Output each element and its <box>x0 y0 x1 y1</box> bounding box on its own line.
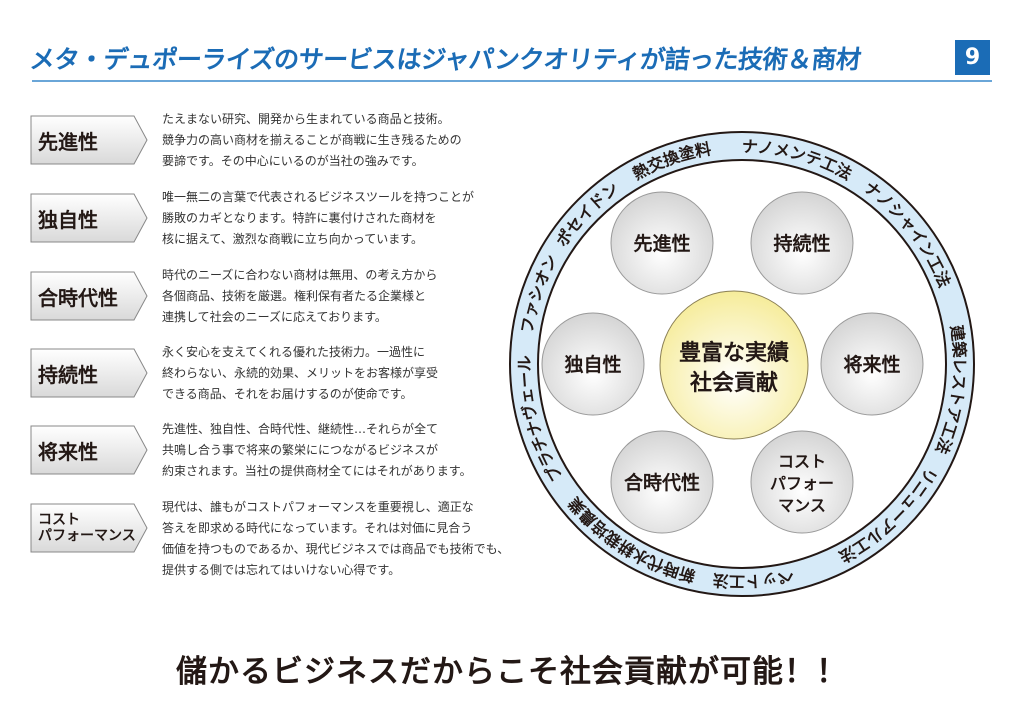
feature-description: 現代は、誰もがコストパフォーマンスを重要視し、適正な答えを即求める時代になってい… <box>162 497 509 581</box>
feature-description: 時代のニーズに合わない商材は無用、の考え方から各個商品、技術を厳選。権利保有者た… <box>162 265 437 328</box>
bubble-label: コスト <box>778 452 826 471</box>
title-divider <box>32 80 992 82</box>
bubble-cost-performance: コスト パフォー マンス <box>750 430 854 534</box>
bubble-label: 先進性 <box>633 232 690 255</box>
description-line: 提供する側では忘れてはいけない心得です。 <box>162 563 401 577</box>
description-line: 答えを即求める時代になっています。それは対価に見合う <box>162 521 473 535</box>
description-line: たえまない研究、開発から生まれている商品と技術。 <box>162 112 450 126</box>
bubble-label: 持続性 <box>773 232 830 255</box>
feature-tag: 将来性 <box>30 425 148 475</box>
description-line: 現代は、誰もがコストパフォーマンスを重要視し、適正な <box>162 500 474 514</box>
feature-tag: 持続性 <box>30 348 148 398</box>
feature-description: たえまない研究、開発から生まれている商品と技術。競争力の高い商材を揃えることが商… <box>162 109 462 172</box>
bubble-label: 将来性 <box>843 353 900 376</box>
feature-tag: 独自性 <box>30 193 148 243</box>
feature-tag-label: 先進性 <box>38 129 98 154</box>
description-line: 時代のニーズに合わない商材は無用、の考え方から <box>162 268 438 282</box>
center-label: 豊富な実績 <box>679 340 789 366</box>
feature-tag: コストパフォーマンス <box>30 503 148 553</box>
description-line: 要諦です。その中心にいるのが当社の強みです。 <box>162 154 424 168</box>
description-line: 価値を持つものであるか、現代ビジネスでは商品でも技術でも、 <box>162 542 510 556</box>
description-line: できる商品、それをお届けするのが使命です。 <box>162 387 413 401</box>
bubble-sustainability: 持続性 <box>750 191 854 295</box>
feature-description: 唯一無二の言葉で代表されるビジネスツールを持つことが勝敗のカギとなります。特許に… <box>162 187 474 250</box>
description-line: 終わらない、永続的効果、メリットをお客様が享受 <box>162 366 439 380</box>
bubble-label: マンス <box>778 496 826 515</box>
feature-tag-label: 将来性 <box>38 439 98 464</box>
description-line: 競争力の高い商材を揃えることが商戦に生き残るための <box>162 133 462 147</box>
tag-label-line: コスト <box>38 512 80 528</box>
bubble-timeliness: 合時代性 <box>610 430 714 534</box>
feature-tag-label: 合時代性 <box>38 285 118 310</box>
tag-label-line: パフォーマンス <box>38 528 136 544</box>
feature-tag-label: 持続性 <box>38 362 98 387</box>
feature-tag-label: 独自性 <box>38 207 98 232</box>
feature-tag-label: コストパフォーマンス <box>38 503 136 553</box>
bubble-future: 将来性 <box>820 312 924 416</box>
bubble-label: 独自性 <box>564 353 621 376</box>
description-line: 唯一無二の言葉で代表されるビジネスツールを持つことが <box>162 190 475 204</box>
description-line: 先進性、独自性、合時代性、継続性…それらが全て <box>162 422 439 436</box>
description-line: 永く安心を支えてくれる優れた技術力。一過性に <box>162 345 426 359</box>
description-line: 勝敗のカギとなります。特許に裏付けされた商材を <box>162 211 437 225</box>
description-line: 各個商品、技術を厳選。権利保有者たる企業様と <box>162 289 427 303</box>
description-line: 約束されます。当社の提供商材全てにはそれがあります。 <box>162 464 472 478</box>
feature-tag: 合時代性 <box>30 271 148 321</box>
description-line: 連携して社会のニーズに応えております。 <box>162 310 387 324</box>
feature-description: 永く安心を支えてくれる優れた技術力。一過性に終わらない、永続的効果、メリットをお… <box>162 342 438 405</box>
feature-description: 先進性、独自性、合時代性、継続性…それらが全て共鳴し合う事で将来の繁栄ににつなが… <box>162 419 472 482</box>
slogan: 儲かるビジネスだからこそ社会貢献が可能！！ <box>176 654 848 690</box>
bubble-label: 合時代性 <box>624 471 700 494</box>
description-line: 共鳴し合う事で将来の繁栄ににつながるビジネスが <box>162 443 439 457</box>
center-bubble: 豊富な実績 社会貢献 <box>659 290 809 440</box>
bubble-advanced: 先進性 <box>610 191 714 295</box>
description-line: 核に据えて、激烈な商戦に立ち向かっています。 <box>162 232 424 246</box>
center-label: 社会貢献 <box>690 370 778 396</box>
feature-tag: 先進性 <box>30 115 148 165</box>
bubble-originality: 独自性 <box>541 312 645 416</box>
bubble-label: パフォー <box>770 474 834 493</box>
page-number: 9 <box>955 40 990 75</box>
